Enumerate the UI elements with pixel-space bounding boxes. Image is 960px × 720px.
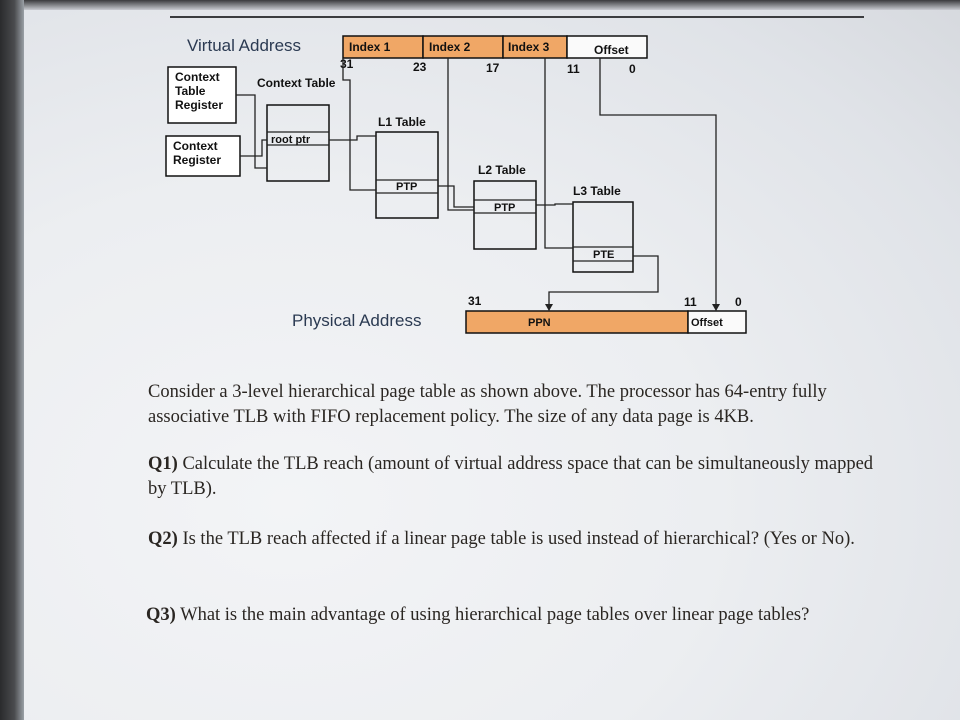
l3-table-label: L3 Table bbox=[573, 184, 621, 198]
context-table-register-box bbox=[167, 66, 237, 124]
intro-text: Consider a 3-level hierarchical page tab… bbox=[148, 382, 827, 427]
pa-field-ppn bbox=[465, 310, 689, 334]
pa-offset-label: Offset bbox=[691, 317, 723, 329]
q3-text: What is the main advantage of using hier… bbox=[175, 605, 810, 625]
l2-table-label: L2 Table bbox=[478, 163, 526, 177]
root-ptr-label: root ptr bbox=[271, 134, 311, 146]
va-offset-label: Offset bbox=[594, 43, 629, 57]
va-bit-23: 23 bbox=[413, 60, 427, 74]
pa-bit-31: 31 bbox=[468, 294, 482, 308]
pa-bit-0: 0 bbox=[735, 295, 742, 309]
context-register-box bbox=[165, 135, 241, 177]
l1-table bbox=[375, 131, 439, 219]
q2-label: Q2) bbox=[148, 529, 178, 549]
screen-bezel-top bbox=[0, 0, 960, 10]
va-index1-label: Index 1 bbox=[349, 40, 391, 54]
ctr-line-2: Table bbox=[175, 84, 206, 98]
cr-line-1: Context bbox=[173, 139, 218, 153]
q1-text: Calculate the TLB reach (amount of virtu… bbox=[148, 454, 874, 499]
ctr-line-1: Context bbox=[175, 70, 220, 84]
va-field-offset bbox=[566, 35, 648, 59]
va-index3-label: Index 3 bbox=[508, 40, 550, 54]
va-bit-17: 17 bbox=[486, 61, 500, 75]
q3-label: Q3) bbox=[146, 605, 176, 625]
l3-table bbox=[572, 201, 634, 273]
ptp-2-label: PTP bbox=[494, 202, 515, 214]
ptp-1-label: PTP bbox=[396, 181, 417, 193]
va-bit-31: 31 bbox=[340, 57, 354, 71]
ppn-label: PPN bbox=[528, 317, 551, 329]
ctr-line-3: Register bbox=[175, 98, 223, 112]
header-rule bbox=[170, 16, 864, 18]
problem-intro: Consider a 3-level hierarchical page tab… bbox=[148, 380, 888, 430]
screen-bezel-left bbox=[0, 0, 24, 720]
context-table bbox=[266, 104, 330, 182]
pa-bit-11: 11 bbox=[684, 295, 697, 309]
va-bit-11: 11 bbox=[567, 62, 580, 76]
question-2: Q2) Is the TLB reach affected if a linea… bbox=[148, 527, 888, 552]
l2-table bbox=[473, 180, 537, 250]
va-index2-label: Index 2 bbox=[429, 40, 471, 54]
pte-label: PTE bbox=[593, 249, 614, 261]
page-table-diagram: Virtual Address Index 1 Index 2 Index 3 … bbox=[165, 35, 747, 334]
pa-field-offset bbox=[687, 310, 747, 334]
physical-address-label: Physical Address bbox=[292, 311, 421, 330]
l1-table-label: L1 Table bbox=[378, 115, 426, 129]
context-table-label: Context Table bbox=[257, 76, 336, 90]
question-3: Q3) What is the main advantage of using … bbox=[146, 603, 886, 628]
question-1: Q1) Calculate the TLB reach (amount of v… bbox=[148, 452, 888, 502]
cr-line-2: Register bbox=[173, 153, 221, 167]
q1-label: Q1) bbox=[148, 454, 178, 474]
va-bit-0: 0 bbox=[629, 62, 636, 76]
q2-text: Is the TLB reach affected if a linear pa… bbox=[177, 529, 855, 549]
virtual-address-label: Virtual Address bbox=[187, 36, 301, 55]
